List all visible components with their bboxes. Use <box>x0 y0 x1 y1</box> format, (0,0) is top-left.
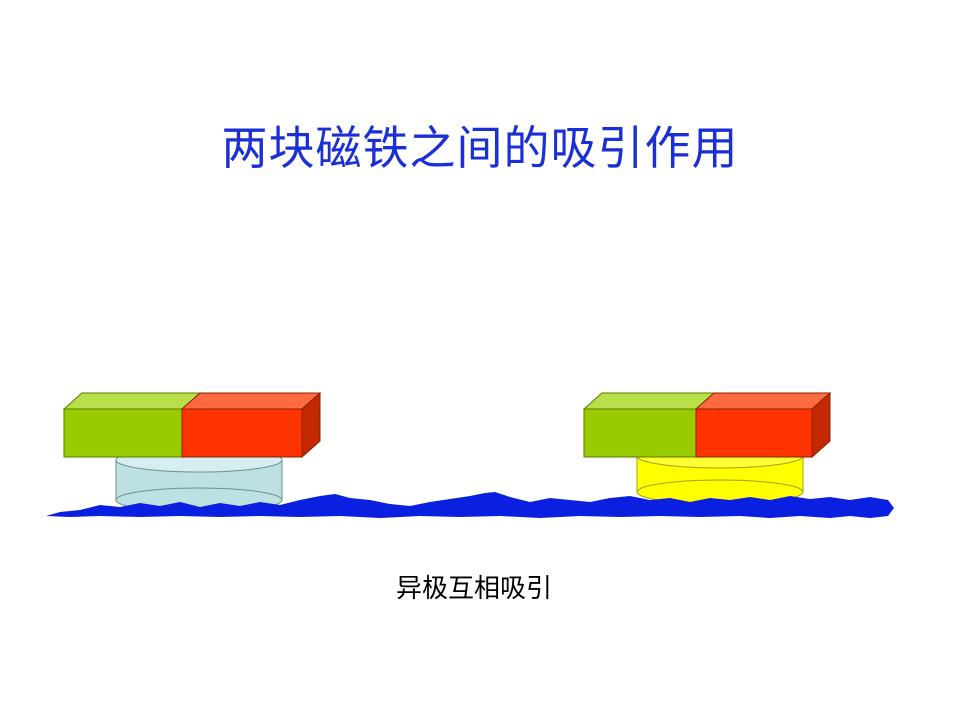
slide-title: 两块磁铁之间的吸引作用 <box>221 121 739 175</box>
left-float-disc <box>115 447 283 513</box>
left-magnet <box>62 391 322 459</box>
right-magnet <box>582 391 832 459</box>
slide-caption: 异极互相吸引 <box>396 574 553 604</box>
water-surface <box>46 492 894 518</box>
